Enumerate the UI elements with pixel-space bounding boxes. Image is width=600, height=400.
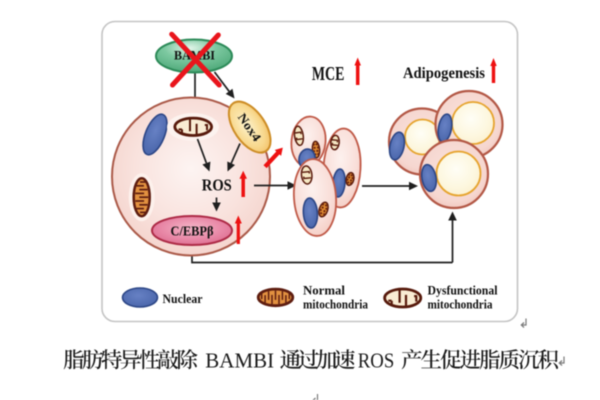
svg-text:Dysfunctional: Dysfunctional <box>428 283 498 297</box>
svg-text:ROS: ROS <box>358 348 395 372</box>
svg-text:ROS: ROS <box>202 176 232 195</box>
svg-text:MCE: MCE <box>312 64 345 85</box>
svg-text:Nuclear: Nuclear <box>163 292 204 306</box>
svg-text:C/EBPβ: C/EBPβ <box>171 224 214 239</box>
svg-text:mitochondria: mitochondria <box>303 297 369 311</box>
svg-text:Normal: Normal <box>303 283 346 297</box>
svg-text:BAMBI: BAMBI <box>205 348 274 372</box>
svg-text:Adipogenesis: Adipogenesis <box>403 65 485 82</box>
svg-text:mitochondria: mitochondria <box>428 297 494 311</box>
